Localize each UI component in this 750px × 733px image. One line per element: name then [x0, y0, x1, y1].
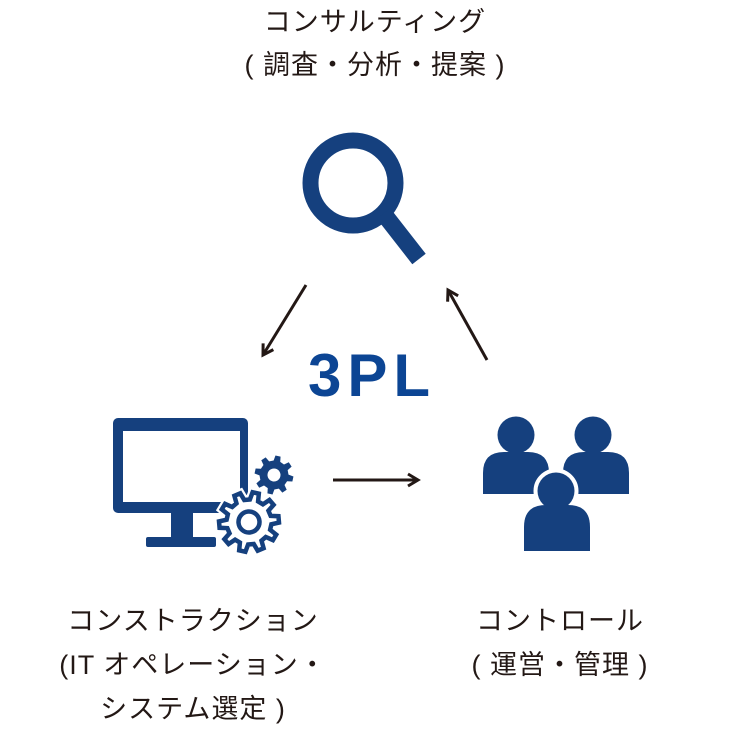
monitor-gears-icon [113, 418, 297, 558]
consulting-subtitle: ( 調査・分析・提案 ) [244, 50, 506, 80]
control-title: コントロール [476, 606, 644, 636]
magnifier-icon [302, 132, 426, 265]
monitor-base [146, 537, 216, 547]
gear-icon-large [214, 486, 284, 558]
construction-label-block: コンストラクション (IT オペレーション・ システム選定 ) [18, 599, 368, 731]
arrow-control-to-consulting [446, 287, 489, 361]
people-icon [483, 416, 629, 555]
magnifier-handle [376, 208, 426, 265]
control-subtitle: ( 運営・管理 ) [471, 650, 649, 680]
person-back-right [563, 416, 629, 494]
consulting-title: コンサルティング [263, 7, 487, 37]
cycle-arrows [261, 284, 489, 488]
consulting-label-block: コンサルティング ( 調査・分析・提案 ) [75, 1, 675, 87]
magnifier-lens [302, 132, 404, 234]
monitor-icon [113, 418, 248, 547]
center-3pl-label: 3PL [307, 342, 437, 409]
control-label-block: コントロール ( 運営・管理 ) [410, 599, 710, 687]
arrow-consulting-to-construction [261, 284, 308, 358]
construction-subtitle-line2: システム選定 ) [100, 694, 286, 724]
gear-icon-small [251, 452, 297, 498]
construction-title: コンストラクション [67, 606, 319, 636]
monitor-screen [123, 431, 240, 502]
monitor-stand [171, 513, 193, 539]
construction-subtitle-line1: (IT オペレーション・ [59, 650, 327, 680]
person-front [520, 468, 594, 555]
person-back-left [483, 416, 549, 494]
